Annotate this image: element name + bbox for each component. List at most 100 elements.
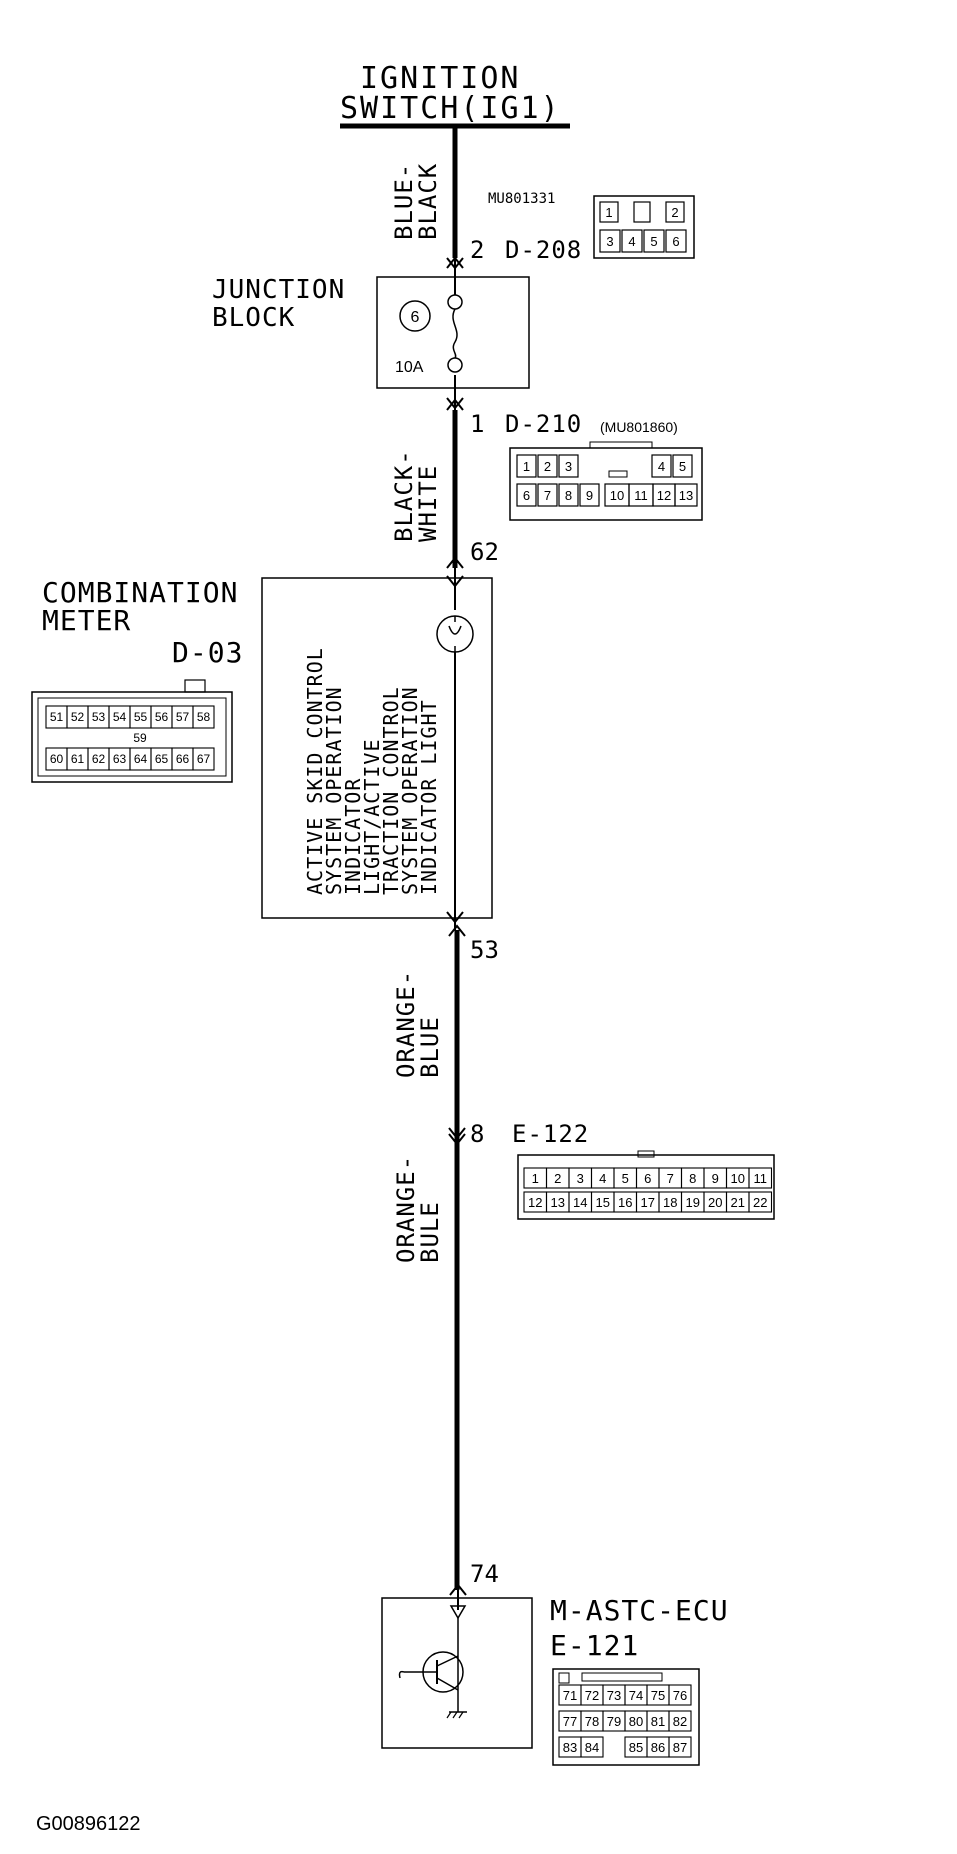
chevron-74-up	[449, 1583, 467, 1596]
fuse-number: 6	[411, 309, 420, 326]
e122-pin-label: 10	[731, 1171, 745, 1186]
d210-latch	[589, 441, 653, 449]
d03-pin-label: 67	[197, 752, 211, 766]
e122-pin-label: 11	[754, 1171, 768, 1186]
connector-d210: 1 D-210 (MU801860) 1 2 3 4 5 6 7 8 9 10	[470, 410, 703, 521]
fuse-terminal-top	[447, 294, 463, 310]
d208-part: MU801331	[488, 191, 555, 207]
d208-pin-cell	[621, 229, 643, 253]
d208-pin-label: 2	[671, 205, 678, 220]
d210-pin-label: 2	[544, 459, 551, 474]
d210-pin-label: 3	[565, 459, 572, 474]
e122-pin-label: 7	[667, 1171, 674, 1186]
d03-pin-label: 57	[176, 710, 190, 724]
d03-pin-label: 58	[197, 710, 211, 724]
meter-desc-line: INDICATOR LIGHT	[417, 699, 441, 895]
wire1-label-1: BLUE-	[390, 163, 418, 240]
d210-pin-label: 13	[679, 488, 693, 503]
d208-pin-label: 4	[628, 234, 635, 249]
d03-pin-cell	[192, 705, 215, 729]
e122-pin-label: 15	[596, 1195, 610, 1210]
e121-pin-cell	[668, 1710, 692, 1732]
chevron-53-up	[448, 924, 466, 937]
d03-pin-label: 52	[71, 710, 85, 724]
d208-pin-cell	[665, 229, 687, 253]
chevron-d210-up	[446, 398, 464, 411]
junction-block-box	[376, 276, 530, 389]
d208-pin-cell	[599, 229, 621, 253]
connector-d208: 2 D-208 MU801331 1 2 3 4 5 6	[470, 191, 695, 264]
d03-pin-label: 51	[50, 710, 64, 724]
e121-pin-label: 87	[673, 1740, 687, 1755]
e122-pin-label: 1	[532, 1171, 539, 1186]
chevron-53-down	[446, 911, 464, 924]
e122-pin-cell	[748, 1191, 773, 1213]
wire1-label-2: BLACK	[414, 163, 442, 240]
fuse-number-circle	[399, 300, 431, 332]
d208-housing	[593, 195, 695, 259]
d210-id: D-210	[505, 410, 582, 438]
d210-pin-cell	[537, 454, 558, 478]
e122-housing	[517, 1154, 775, 1220]
e122-pin-label: 18	[663, 1195, 677, 1210]
e121-pin-label: 74	[629, 1688, 643, 1703]
meter-box	[261, 577, 493, 919]
e121-housing	[552, 1668, 700, 1766]
meter-desc-line: SYSTEM OPERATION	[322, 686, 346, 895]
e122-pin-label: 22	[753, 1195, 767, 1210]
meter-label-2: METER	[42, 604, 131, 637]
d03-pin-label: 63	[113, 752, 127, 766]
chevron-d210-down	[446, 397, 464, 410]
e122-id: E-122	[512, 1120, 589, 1148]
d210-pin-label: 4	[658, 459, 665, 474]
e122-pin-label: 12	[528, 1195, 542, 1210]
d210-pin-cell	[558, 454, 579, 478]
wire2-label-2: WHITE	[414, 465, 442, 542]
ecu-pin: 74	[470, 1560, 499, 1588]
d210-pin-label: 5	[679, 459, 686, 474]
meter-desc-line: LIGHT/ACTIVE	[360, 739, 384, 896]
connector-d03: 51 52 53 54 55 56 57 58 59 60 61 62 63	[31, 679, 233, 783]
d210-pin-cell	[516, 454, 537, 478]
d03-pin-label: 60	[50, 752, 64, 766]
ignition-switch: IGNITION SWITCH(IG1)	[340, 61, 570, 129]
transistor-emitter	[436, 1677, 459, 1691]
e121-latch	[581, 1672, 663, 1682]
d03-pin-label: 54	[113, 710, 127, 724]
d208-pin-label: 6	[672, 234, 679, 249]
e121-pin-cell	[580, 1736, 604, 1758]
d208-pin-cell	[665, 201, 685, 223]
ground-hatch	[446, 1711, 452, 1719]
d03-latch	[184, 679, 206, 693]
e121-pin-label: 86	[651, 1740, 665, 1755]
ground-hatch	[458, 1711, 464, 1719]
d03-pin-label: 56	[155, 710, 169, 724]
d210-pin-label: 8	[565, 488, 572, 503]
e121-pin-label: 71	[563, 1688, 577, 1703]
e122-pin-label: 4	[599, 1171, 606, 1186]
junction-label-1: JUNCTION	[212, 275, 345, 305]
d208-pin-label: 5	[650, 234, 657, 249]
ecu-name: M-ASTC-ECU	[550, 1594, 729, 1627]
e122-pin-label: 9	[712, 1171, 719, 1186]
wire2-label-1: BLACK-	[390, 449, 418, 542]
wire4-label-1: ORANGE-	[392, 1155, 420, 1263]
meter-desc-line: ACTIVE SKID CONTROL	[303, 647, 327, 895]
d208-pin-label: 3	[606, 234, 613, 249]
d210-pin-cell	[558, 483, 579, 507]
d03-pin-label: 62	[92, 752, 106, 766]
e122-pin-label: 20	[708, 1195, 722, 1210]
e122-pin-label: 17	[641, 1195, 655, 1210]
d03-id: D-03	[172, 636, 243, 669]
e121-pin-label: 72	[585, 1688, 599, 1703]
wire-labels: BLUE- BLACK BLACK- WHITE ORANGE- BLUE OR…	[390, 163, 444, 1263]
meter-pin-in: 62	[470, 538, 499, 566]
d210-pin-label: 6	[523, 488, 530, 503]
e121-pin-label: 76	[673, 1688, 687, 1703]
chevron-62-down	[446, 575, 464, 588]
d03-pin-label: 65	[155, 752, 169, 766]
d210-pin-cell	[674, 483, 698, 507]
e121-pin-cell	[668, 1684, 692, 1706]
meter-pin-out: 53	[470, 936, 499, 964]
